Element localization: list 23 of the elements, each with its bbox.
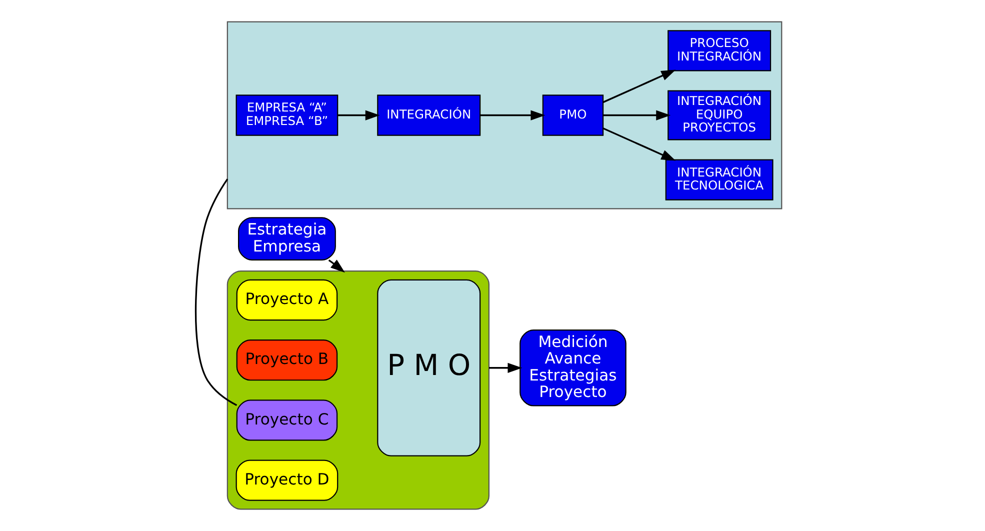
node-box: INTEGRACIÓN <box>376 94 480 136</box>
cluster <box>226 270 490 510</box>
arrow <box>602 128 676 161</box>
arrow <box>328 260 344 273</box>
node-box: PMO <box>542 94 604 136</box>
node-box: PROCESO INTEGRACIÓN <box>667 30 771 72</box>
node-box: INTEGRACIÓN EQUIPO PROYECTOS <box>667 90 771 140</box>
arrow <box>480 110 545 120</box>
node-box: Proyecto B <box>236 340 338 381</box>
connector <box>194 178 237 406</box>
node-box: Medición Avance Estrategias Proyecto <box>519 330 626 406</box>
node-box: Estrategia Empresa <box>238 217 336 260</box>
node-box: INTEGRACIÓN TECNOLOGICA <box>664 159 773 200</box>
arrow <box>602 110 670 120</box>
arrow <box>602 70 676 103</box>
cluster <box>226 21 782 210</box>
arrow <box>337 110 380 120</box>
arrow <box>488 362 522 373</box>
node-box: EMPRESA “A” EMPRESA “B” <box>235 94 338 136</box>
node-box: Proyecto C <box>236 400 338 441</box>
node-box: Proyecto A <box>236 279 338 321</box>
node-box: P M O <box>376 279 480 456</box>
node-box: Proyecto D <box>235 460 338 501</box>
